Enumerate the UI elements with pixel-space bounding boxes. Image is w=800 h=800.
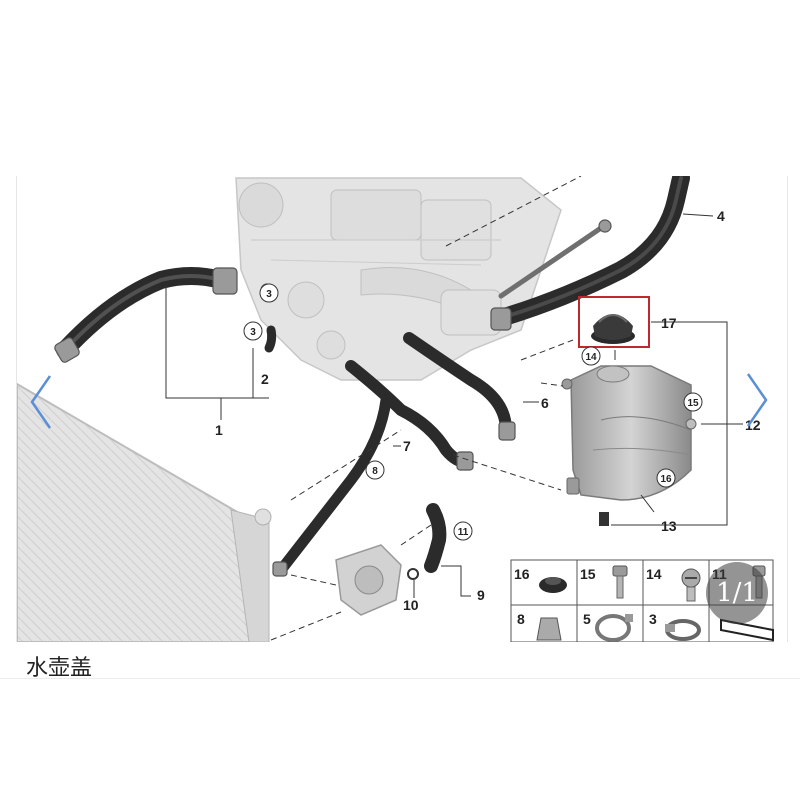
clip-part: [536, 617, 562, 641]
leader-lines: [165, 213, 743, 598]
callout-12: 12: [745, 417, 761, 433]
callout-labels: 1 2 4 6 7 9 10 12 13 17: [215, 208, 761, 613]
next-image-button[interactable]: [742, 370, 772, 430]
image-caption: 水壶盖: [26, 656, 93, 681]
hoses: [56, 176, 690, 576]
grommet-part: [539, 577, 567, 593]
callout-7: 7: [403, 438, 411, 454]
callout-15: 15: [687, 398, 699, 409]
circled-callouts: 3 3 8 11 14 15 16: [243, 283, 703, 541]
water-pump: [335, 544, 419, 616]
expansion-tank: [561, 365, 697, 526]
engine-block: [235, 177, 562, 381]
prev-image-button[interactable]: [26, 372, 56, 432]
callout-10: 10: [403, 597, 419, 613]
diagram-frame: 1 2 4 6 7 9 10 12 13 17 3 3 8 11: [16, 176, 788, 642]
callout-3b: 3: [250, 327, 256, 338]
callout-8: 8: [372, 466, 378, 477]
callout-14: 14: [585, 352, 597, 363]
seal-strip-part: [720, 618, 774, 642]
callout-6: 6: [541, 395, 549, 411]
dashed-guides: [270, 176, 582, 641]
callout-11: 11: [458, 527, 469, 538]
hose-clamp-part-2: [665, 619, 701, 641]
chevron-right-icon: [746, 373, 768, 427]
highlight-box: [578, 296, 650, 348]
table-cell-label: 15: [580, 566, 596, 582]
hose-clamp-part: [595, 614, 633, 642]
callout-16: 16: [660, 474, 672, 485]
chevron-left-icon: [30, 375, 52, 429]
screw-part: [681, 568, 701, 602]
callout-4: 4: [717, 208, 725, 224]
coolant-cap: [591, 314, 635, 344]
parts-diagram: 1 2 4 6 7 9 10 12 13 17 3 3 8 11: [17, 176, 774, 642]
parts-table: 16 15 14 11 8 5 3: [510, 559, 774, 642]
table-cell-label: 14: [646, 566, 662, 582]
callout-9: 9: [477, 587, 485, 603]
table-cell-label: 5: [583, 611, 591, 627]
divider: [0, 678, 800, 679]
radiator: [17, 382, 272, 642]
callout-3a: 3: [266, 289, 272, 300]
callout-13: 13: [661, 518, 677, 534]
table-cell-label: 8: [517, 611, 525, 627]
bolt-part: [612, 565, 628, 599]
table-cell-label: 3: [649, 611, 657, 627]
callout-2: 2: [261, 371, 269, 387]
page-indicator: 1/1: [706, 562, 768, 624]
callout-1: 1: [215, 422, 223, 438]
table-cell-label: 16: [514, 566, 530, 582]
callout-17: 17: [661, 315, 677, 331]
